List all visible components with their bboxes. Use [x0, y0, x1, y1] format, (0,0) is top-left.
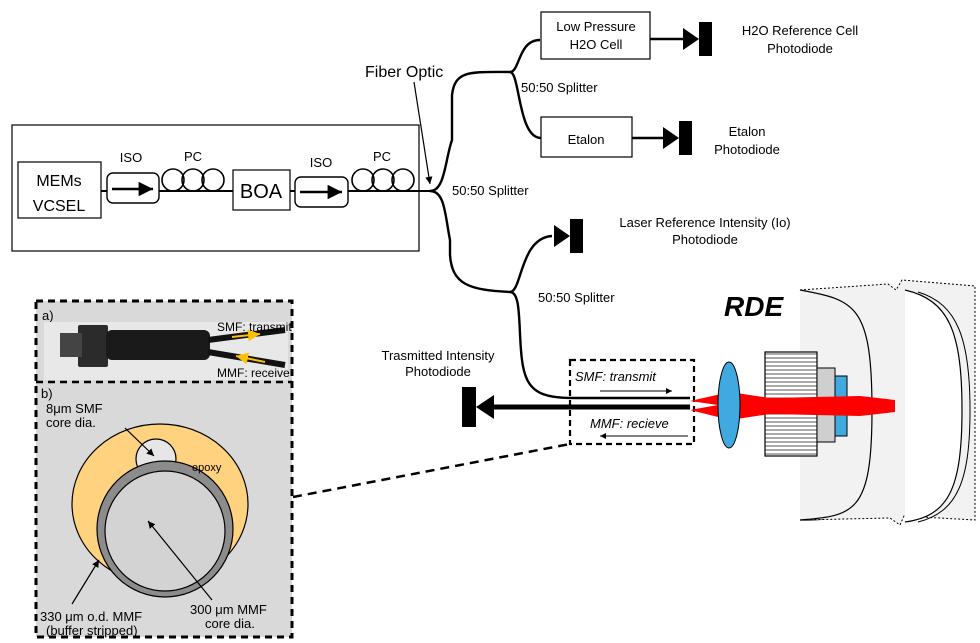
fiber-optic-pointer [414, 82, 430, 184]
etalon-box-label: Etalon [568, 132, 605, 147]
transmitted-photodiode-icon [462, 387, 494, 427]
polarization-controller-2 [352, 169, 414, 191]
inset-b-label: b) [41, 386, 53, 401]
iso-1-label: ISO [120, 150, 142, 165]
h2o-cell-label-2: H2O Cell [570, 37, 623, 52]
splitter-main-label: 50:50 Splitter [452, 183, 529, 198]
polarization-controller-1 [162, 169, 224, 191]
inset-a-smf: SMF: transmit [217, 320, 292, 334]
splitter-top-label: 50:50 Splitter [521, 80, 598, 95]
inset-a-label: a) [42, 308, 54, 323]
smf-core-label-1: 8μm SMF [46, 401, 103, 416]
h2o-cell-label-1: Low Pressure [556, 19, 635, 34]
etalon-pd-label-1: Etalon [729, 124, 766, 139]
mmf-core [105, 471, 225, 591]
rde-label: RDE [724, 291, 784, 322]
mmf-recieve-label: MMF: recieve [590, 416, 669, 431]
lens [718, 362, 740, 448]
splitter-mid-label: 50:50 Splitter [538, 290, 615, 305]
laser-ref-label-2: Photodiode [672, 232, 738, 247]
smf-transmit-label: SMF: transmit [575, 369, 657, 384]
h2o-pd-label-2: Photodiode [767, 41, 833, 56]
mmf-core-label-1: 300 μm MMF [190, 602, 267, 617]
fiber-optic-label: Fiber Optic [365, 64, 443, 81]
trans-label-1: Trasmitted Intensity [382, 348, 495, 363]
inset-connector [293, 444, 570, 497]
vcsel-label-1: MEMs [36, 173, 81, 190]
mmf-core-label-2: core dia. [205, 616, 255, 631]
inset-a-mmf: MMF: receive [217, 366, 290, 380]
mmf-od-label-2: (buffer stripped) [46, 623, 138, 638]
epoxy-label: epoxy [192, 462, 222, 474]
etalon-photodiode-icon [663, 121, 692, 155]
h2o-pd-label-1: H2O Reference Cell [742, 23, 858, 38]
smf-core-label-2: core dia. [46, 415, 96, 430]
trans-label-2: Photodiode [405, 364, 471, 379]
boa-label: BOA [240, 181, 283, 203]
h2o-photodiode-icon [683, 22, 712, 56]
vcsel-label-2: VCSEL [33, 198, 86, 215]
mmf-od-label-1: 330 μm o.d. MMF [40, 609, 142, 624]
etalon-pd-label-2: Photodiode [714, 142, 780, 157]
laser-ref-photodiode-icon [554, 219, 583, 253]
laser-ref-label-1: Laser Reference Intensity (Io) [619, 215, 790, 230]
iso-2-label: ISO [310, 155, 332, 170]
pc-1-label: PC [184, 149, 202, 164]
pc-2-label: PC [373, 149, 391, 164]
